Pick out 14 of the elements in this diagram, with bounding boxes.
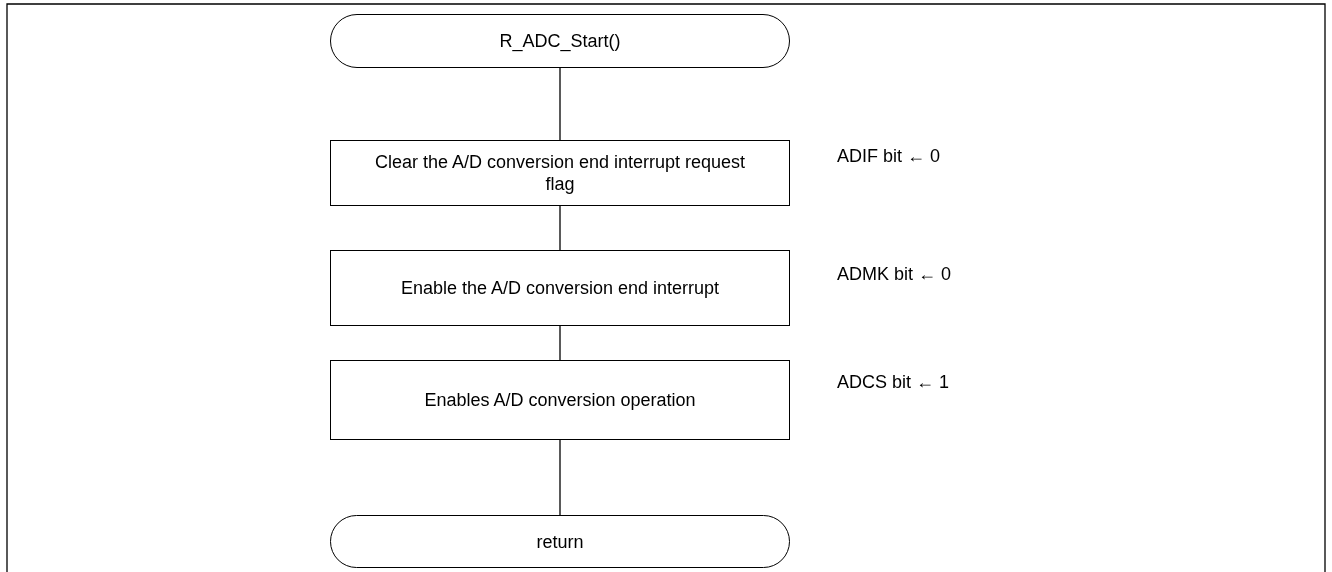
terminal-label: R_ADC_Start() <box>499 30 621 52</box>
terminal-label: return <box>536 530 584 553</box>
terminal-shape <box>330 515 790 568</box>
process-label: Enable the A/D conversion end interrupt <box>400 277 720 299</box>
register-annotation: ADIF bit ← 0 <box>837 145 941 167</box>
connector-line <box>559 325 561 361</box>
register-annotation: ADCS bit ← 1 <box>837 371 950 393</box>
terminal-shape <box>330 14 790 68</box>
connector-line <box>559 205 561 251</box>
connector-line <box>559 439 561 516</box>
process-label: Enables A/D conversion operation <box>424 389 696 411</box>
connector-line <box>559 67 561 141</box>
process-label: Clear the A/D conversion end interrupt request flag <box>373 151 747 195</box>
register-annotation: ADMK bit ← 0 <box>837 263 952 285</box>
